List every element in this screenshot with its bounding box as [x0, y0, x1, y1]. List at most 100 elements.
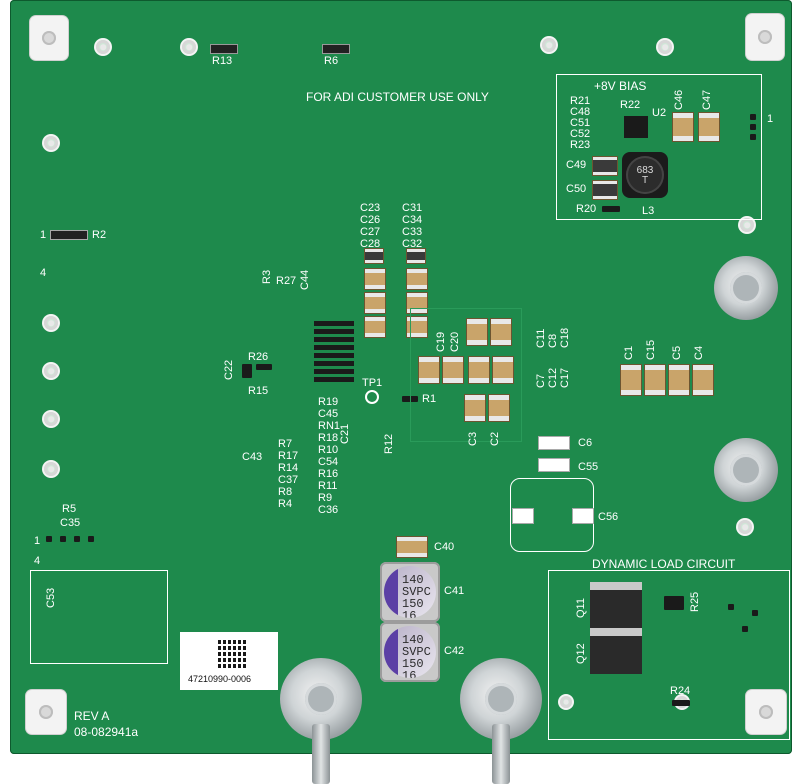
via-hole	[740, 218, 754, 232]
capacitor-marking: 140 SVPC 150 16	[402, 633, 431, 678]
refdes-c11: C11	[535, 328, 547, 348]
ic-u2	[624, 116, 648, 138]
via-hole	[96, 40, 110, 54]
capacitor-c23	[364, 316, 386, 338]
refdes-l3: L3	[642, 205, 655, 217]
refdes-r13: R13	[212, 55, 233, 67]
refdes-c49: C49	[566, 159, 587, 171]
refdes-c44: C44	[299, 269, 311, 290]
via-hole	[44, 316, 58, 330]
pin-pad	[752, 610, 758, 616]
resistor-r20	[602, 206, 620, 212]
capacitor-marking: 140 SVPC 150 16	[402, 573, 431, 618]
resistor-r24	[672, 700, 690, 706]
capacitor-c8-group	[490, 318, 512, 346]
power-terminal-right-top	[714, 256, 778, 320]
capacitor-c15	[644, 364, 666, 396]
refdes-c6: C6	[578, 437, 593, 449]
refdes-r15: R15	[248, 385, 269, 397]
mounting-standoff-bottom-right	[746, 690, 786, 734]
mounting-standoff-bottom-left	[26, 690, 66, 734]
refdes-q12: Q12	[575, 643, 587, 664]
capacitor-c6	[538, 436, 570, 450]
capacitor-c22	[242, 364, 252, 378]
refdes-r20: R20	[576, 203, 597, 215]
pin-pad	[46, 536, 52, 542]
refdes-c19: C19	[435, 331, 447, 352]
2d-barcode-grid	[218, 640, 246, 668]
refdes-c17: C17	[559, 367, 571, 388]
refdes-c4: C4	[693, 345, 705, 360]
via-hole	[658, 40, 672, 54]
refdes-r21: R21	[570, 95, 591, 107]
capacitor-c26	[364, 292, 386, 314]
capacitor-c47	[698, 112, 720, 142]
refdes-c3: C3	[467, 431, 479, 446]
testpoint-tp1	[365, 390, 379, 404]
refdes-r12: R12	[383, 433, 395, 454]
refdes-c48: C48	[570, 106, 591, 118]
refdes-r24: R24	[670, 685, 691, 697]
resistor-r25	[664, 596, 684, 610]
terminal-post	[492, 724, 510, 784]
capacitor-c50	[592, 180, 618, 200]
refdes-r27: R27	[276, 275, 297, 287]
via-hole	[182, 40, 196, 54]
ic-controller-area	[314, 320, 354, 382]
pin-pad	[750, 134, 756, 140]
capacitor-c33	[406, 268, 428, 290]
refdes-r25: R25	[689, 591, 701, 612]
refdes-c42: C42	[444, 645, 465, 657]
power-stage-outline	[410, 308, 522, 442]
refdes-c1: C1	[623, 345, 635, 360]
pin4-label-c35: 4	[34, 555, 41, 567]
inductor-l3: 683 T	[622, 152, 668, 198]
refdes-r2: R2	[92, 229, 107, 241]
pin-pad	[750, 124, 756, 130]
resistor-r13	[210, 44, 238, 54]
refdes-r26: R26	[248, 351, 269, 363]
refdes-c23-group: C23 C26 C27 C28	[360, 202, 381, 250]
bias-pin-label: 1	[767, 113, 774, 125]
pcb-board: FOR ADI CUSTOMER USE ONLY R13 R6 1 R2 4 …	[10, 0, 792, 784]
part-number-label: 08-082941a	[74, 725, 139, 739]
via-hole	[44, 364, 58, 378]
barcode-number: 47210990-0006	[188, 674, 252, 684]
capacitor-c31	[406, 316, 428, 338]
dynamic-load-title: DYNAMIC LOAD CIRCUIT	[592, 557, 736, 571]
capacitor-c46	[672, 112, 694, 142]
pin1-label-c35: 1	[34, 535, 41, 547]
refdes-c50: C50	[566, 183, 587, 195]
refdes-c21: C21	[339, 423, 351, 444]
refdes-c8: C8	[547, 333, 559, 348]
capacitor-c41: 140 SVPC 150 16	[380, 562, 440, 622]
refdes-tp1: TP1	[362, 377, 383, 389]
refdes-r5: R5	[62, 503, 77, 515]
capacitor-c20	[442, 356, 464, 384]
refdes-c53: C53	[45, 587, 57, 608]
refdes-c35: C35	[60, 517, 81, 529]
refdes-c40: C40	[434, 541, 455, 553]
pin-pad	[74, 536, 80, 542]
revision-label: REV A	[74, 709, 110, 723]
via-hole	[542, 38, 556, 52]
mounting-standoff-top-right	[746, 14, 784, 60]
capacitor-c3	[464, 394, 486, 422]
refdes-c5: C5	[671, 345, 683, 360]
refdes-c31-group: C31 C34 C33 C32	[402, 202, 423, 250]
refdes-c2: C2	[489, 431, 501, 446]
refdes-c20: C20	[449, 331, 461, 352]
via-hole	[44, 136, 58, 150]
capacitor-c55	[538, 458, 570, 472]
capacitor-c11-group	[466, 318, 488, 346]
refdes-c55: C55	[578, 461, 599, 473]
resistor-r2	[50, 230, 88, 240]
refdes-c15: C15	[645, 339, 657, 360]
capacitor-c19	[418, 356, 440, 384]
pin-pad	[60, 536, 66, 542]
pin1-label: 1	[40, 229, 47, 241]
capacitor-c12	[492, 356, 514, 384]
refdes-column-mid: R7 R17 R14 C37 R8 R4	[278, 438, 299, 510]
refdes-u2: U2	[652, 107, 667, 119]
capacitor-c32	[406, 248, 426, 264]
